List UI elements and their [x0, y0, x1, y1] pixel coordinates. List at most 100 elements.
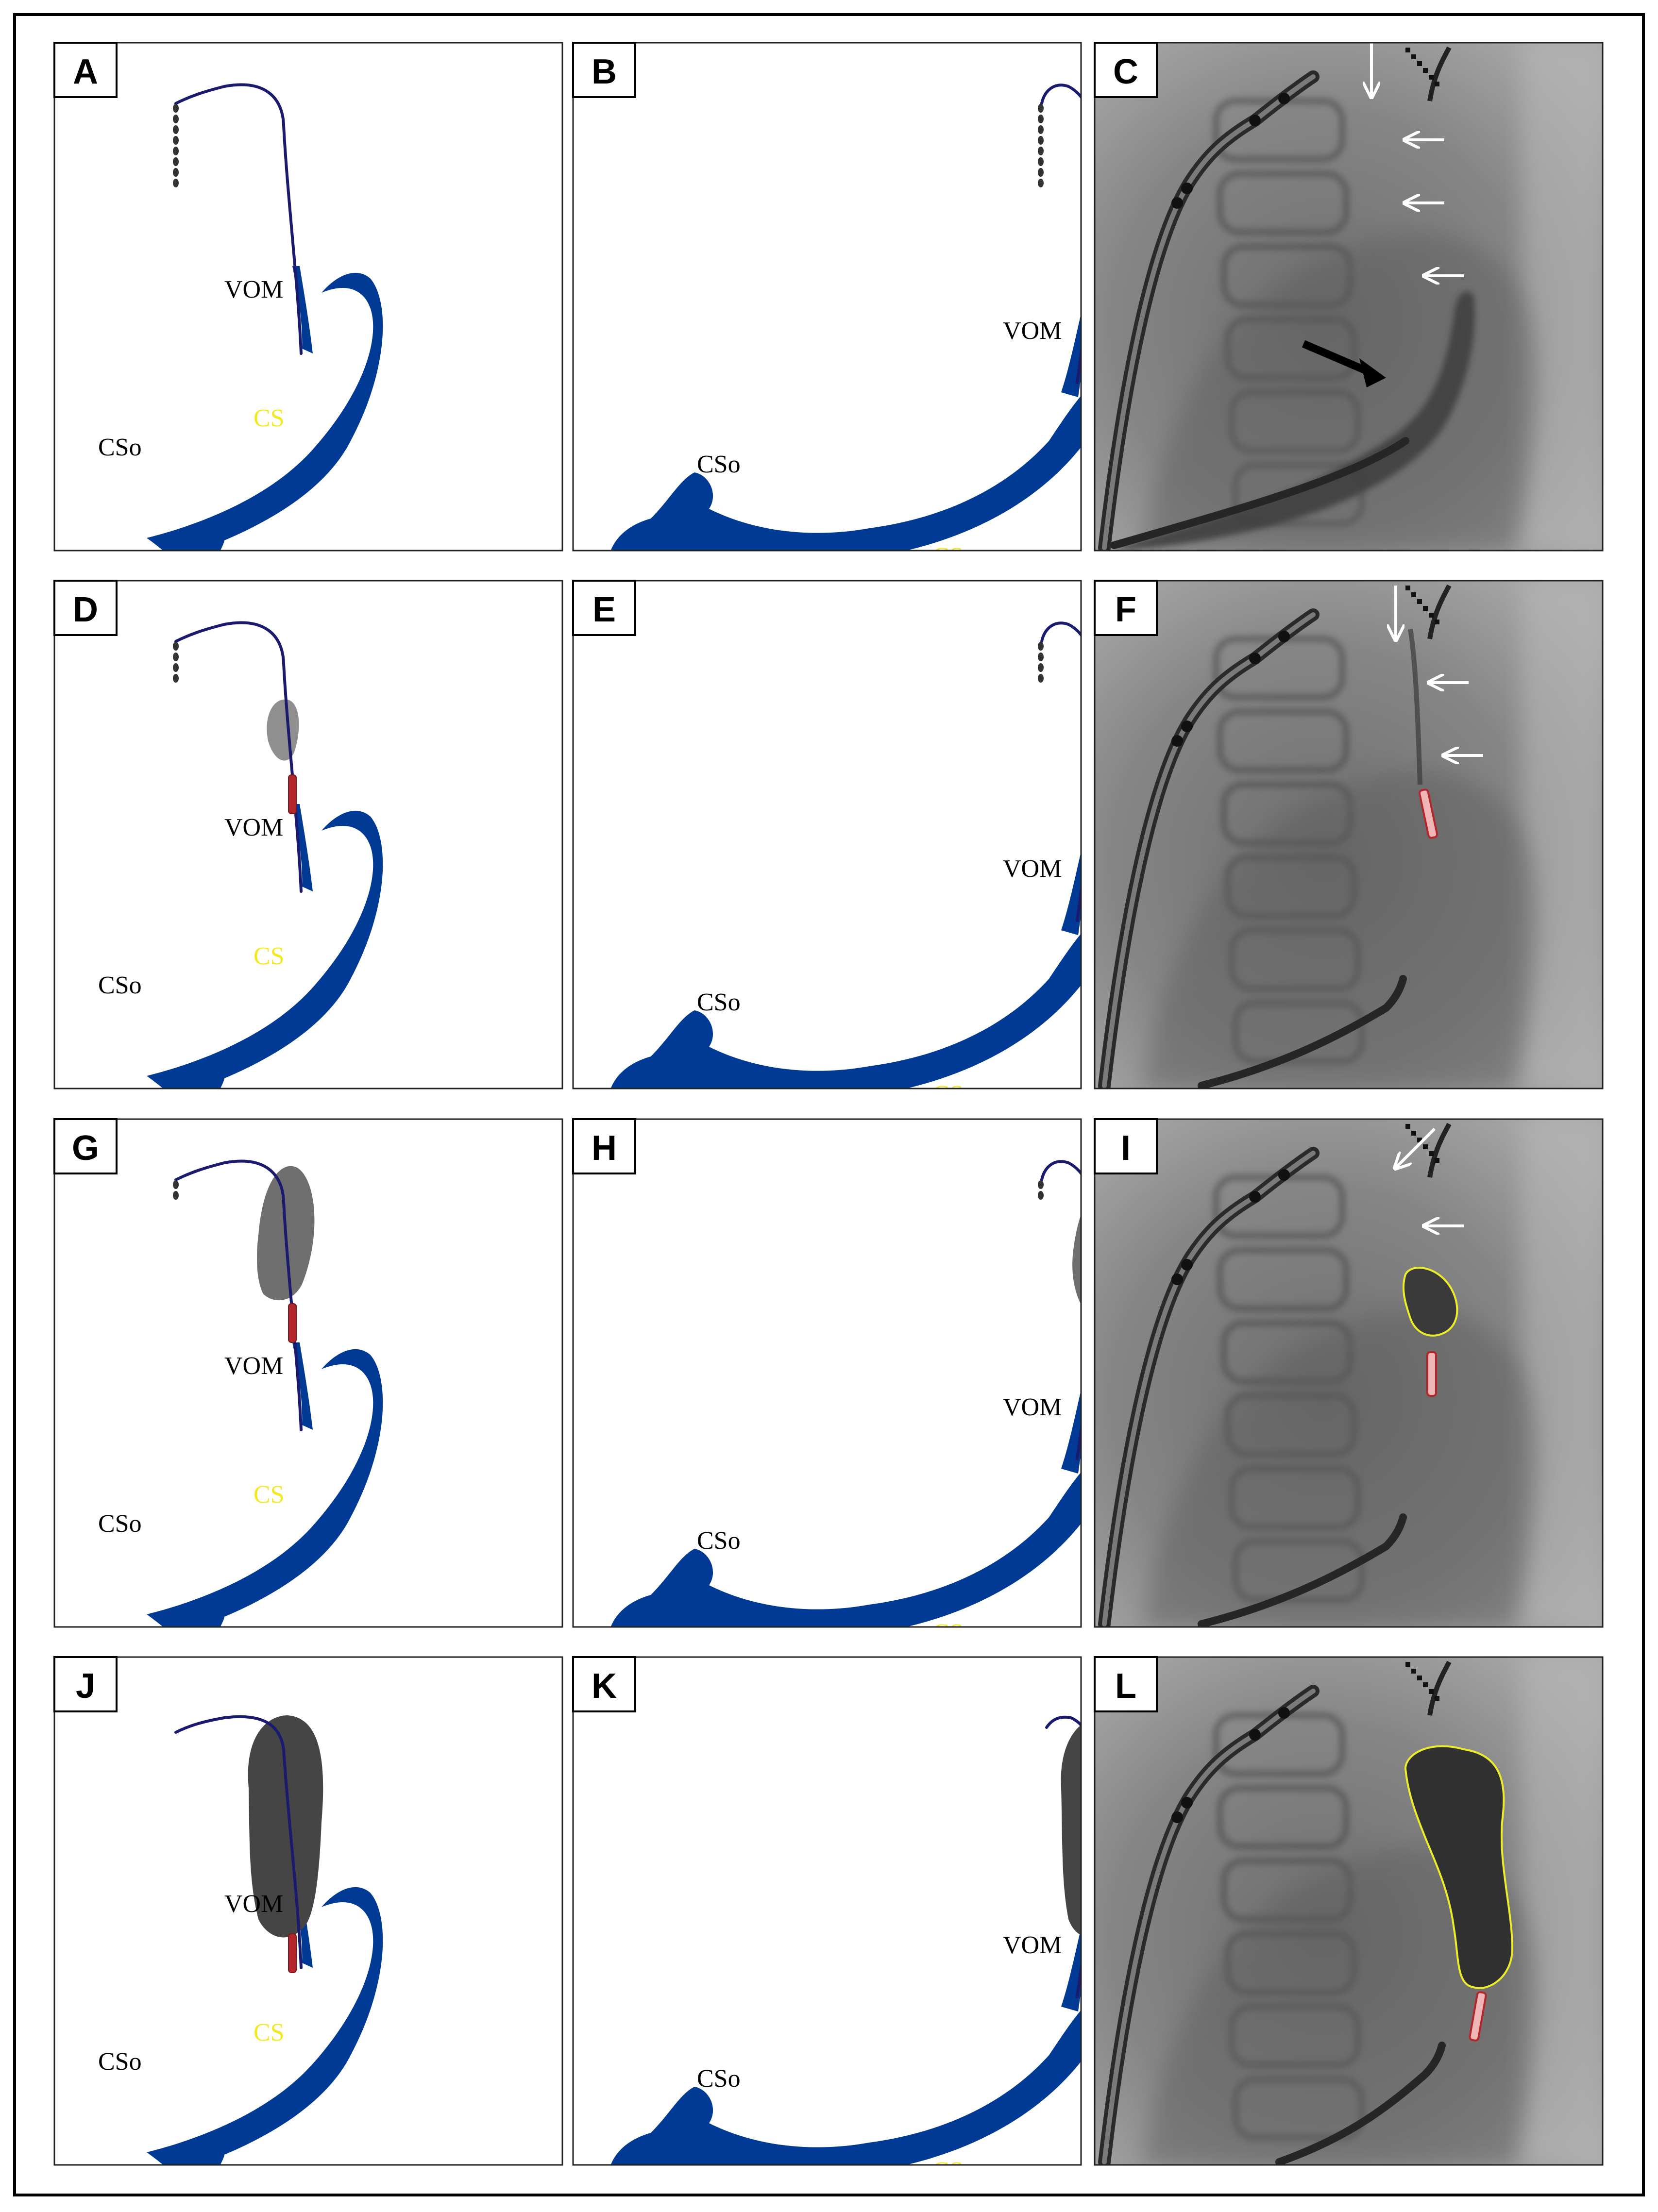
panel-border [1094, 1118, 1604, 1628]
cs-catheter [1198, 1513, 1407, 1627]
wire-electrode [1405, 1124, 1410, 1129]
vertebra [1217, 1785, 1350, 1850]
vom-label: VOM [224, 1352, 283, 1380]
vertebra [1217, 1247, 1350, 1312]
panel-letter: L [1115, 1667, 1136, 1706]
marker-band [1085, 1919, 1093, 1958]
panel-letter: A [73, 52, 98, 91]
panel-letter-box [572, 1118, 636, 1174]
wire-electrode [1435, 1158, 1439, 1163]
balloon-occlusion [1072, 1214, 1081, 1305]
contrast-droplet [1038, 653, 1044, 661]
vertebra [1217, 708, 1350, 773]
contrast-droplet [1038, 115, 1044, 123]
contrast-droplet [173, 168, 179, 177]
cardiac-silhouette [1143, 771, 1537, 1089]
marker-band [1469, 1991, 1487, 2042]
cso-label: CSo [98, 2048, 142, 2076]
cs-catheter [1198, 975, 1407, 1089]
contrast-droplet [1038, 125, 1044, 134]
cs-label: CS [254, 2019, 285, 2046]
panel-letter-box [53, 1656, 118, 1712]
vertebra [1217, 170, 1350, 235]
panel-letter-box [572, 42, 636, 98]
catheter-band [1181, 1797, 1193, 1809]
panel-border [53, 42, 563, 552]
panel-letter-box [1094, 1656, 1158, 1712]
panel-letter: E [592, 590, 616, 629]
wire-electrode [1429, 1151, 1434, 1156]
panel-letter-box [53, 42, 118, 98]
panel-letter: C [1113, 52, 1138, 91]
vom-branch [1061, 851, 1081, 935]
catheter-band [1171, 197, 1183, 209]
panel-border [53, 1656, 563, 2166]
marker-band [1426, 1351, 1437, 1397]
guide-wire [174, 1715, 303, 1969]
wire-electrode [1417, 599, 1422, 604]
wire-electrode [1423, 68, 1428, 73]
contrast-droplet [1038, 1180, 1044, 1189]
cardiac-silhouette [1143, 1847, 1537, 2165]
guide-wire [1045, 1715, 1081, 1998]
wire-electrode [1411, 1669, 1416, 1674]
vom-branch [1061, 1927, 1081, 2011]
catheter-band [1249, 653, 1261, 664]
vom-label: VOM [1003, 1931, 1062, 1959]
balloon-contrast-outline [1404, 1745, 1514, 1989]
panel-border [572, 1118, 1082, 1628]
coronary-sinus [610, 396, 1081, 551]
marker-band [288, 1933, 297, 1973]
panel-letter-box [1094, 580, 1158, 636]
figure-frame [13, 13, 1645, 2196]
contrast-droplet [1038, 642, 1044, 651]
contrast-droplet [1038, 663, 1044, 672]
guide-wire [174, 1159, 303, 1431]
wire-electrode [1423, 606, 1428, 611]
coronary-sinus [610, 1472, 1081, 1627]
lung-field [1522, 1657, 1603, 2165]
panel-f: F [1094, 580, 1604, 1089]
vom-label: VOM [224, 276, 283, 303]
cso-label: CSo [697, 451, 741, 478]
catheter-band [1181, 183, 1193, 194]
wire-electrode [1405, 586, 1410, 590]
panel-content [1095, 1119, 1603, 1627]
catheter-band [1278, 93, 1290, 104]
vom-wire [1427, 46, 1452, 101]
panel-letter-box [572, 1656, 636, 1712]
marker-band [1085, 1328, 1093, 1367]
vom-label: VOM [1003, 855, 1062, 883]
coronary-sinus [147, 1349, 383, 1627]
cs-label: CS [254, 942, 285, 970]
coronary-sinus [147, 1887, 383, 2165]
panel-letter: G [72, 1129, 99, 1168]
wire-electrode [1417, 1676, 1422, 1680]
panel-border [572, 42, 1082, 552]
wire-electrode [1435, 82, 1439, 86]
wire-electrode [1423, 1682, 1428, 1687]
wire-electrode [1423, 1144, 1428, 1149]
panel-content [1095, 581, 1603, 1089]
panel-c: C [1094, 42, 1604, 552]
panel-border [1094, 580, 1604, 1089]
catheter-band [1249, 115, 1261, 126]
catheter-band [1249, 1729, 1261, 1741]
vom-branch [1061, 1390, 1081, 1474]
lung-field [1522, 43, 1603, 551]
catheter-band [1278, 1169, 1290, 1181]
cso-label: CSo [98, 434, 142, 461]
marker-band [1418, 788, 1438, 839]
panel-letter: H [592, 1129, 617, 1168]
panel-border [53, 1118, 563, 1628]
white-arrow [1396, 1127, 1436, 1168]
vom-branch [1061, 313, 1081, 397]
wire-electrode [1417, 61, 1422, 66]
